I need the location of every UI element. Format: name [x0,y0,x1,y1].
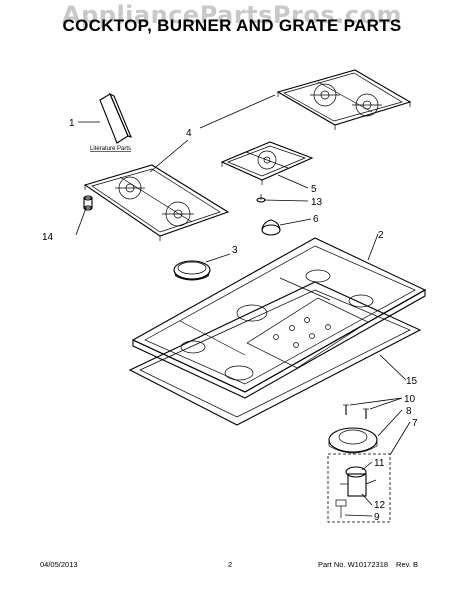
callout-3: 3 [232,245,238,256]
burner-cap-small [261,219,281,236]
grate-foot [83,195,93,211]
footer-date: 04/05/2013 [40,560,78,569]
callout-5: 5 [311,184,317,195]
literature-parts-label: Literature Parts [90,146,131,152]
callout-10: 10 [404,394,416,405]
valve-assembly [327,453,391,523]
cooktop-seal [128,281,422,426]
grate-right-large [276,69,412,130]
footer-page-number: 2 [228,560,233,569]
burner-cap-large [173,260,211,281]
callout-15: 15 [406,376,418,387]
callout-13: 13 [311,197,323,208]
callout-6: 6 [313,214,319,225]
literature-booklet: Literature Parts [90,92,132,152]
callout-8: 8 [406,406,412,417]
callouts: 1 4 5 13 6 14 3 2 15 10 8 7 11 12 9 [42,118,418,523]
small-grate-foot [256,194,266,203]
leader-lines [75,94,411,517]
grate-center-small [220,141,314,185]
callout-14: 14 [42,232,54,243]
callout-1: 1 [69,118,75,129]
callout-2: 2 [378,230,384,241]
footer-revision: Rev. B [396,560,418,569]
footer-part-number: Part No. W10172318 [318,560,389,569]
callout-11: 11 [374,458,385,469]
screws [343,404,369,419]
callout-4: 4 [186,128,192,139]
cooktop-assembly [131,237,427,399]
callout-7: 7 [412,418,418,429]
grate-left-large [83,164,230,241]
page-title: COCKTOP, BURNER AND GRATE PARTS [62,16,402,35]
callout-9: 9 [374,512,380,523]
burner-base [328,427,378,454]
watermark: AppliancePartsPros.com [62,1,402,29]
callout-12: 12 [374,500,386,511]
